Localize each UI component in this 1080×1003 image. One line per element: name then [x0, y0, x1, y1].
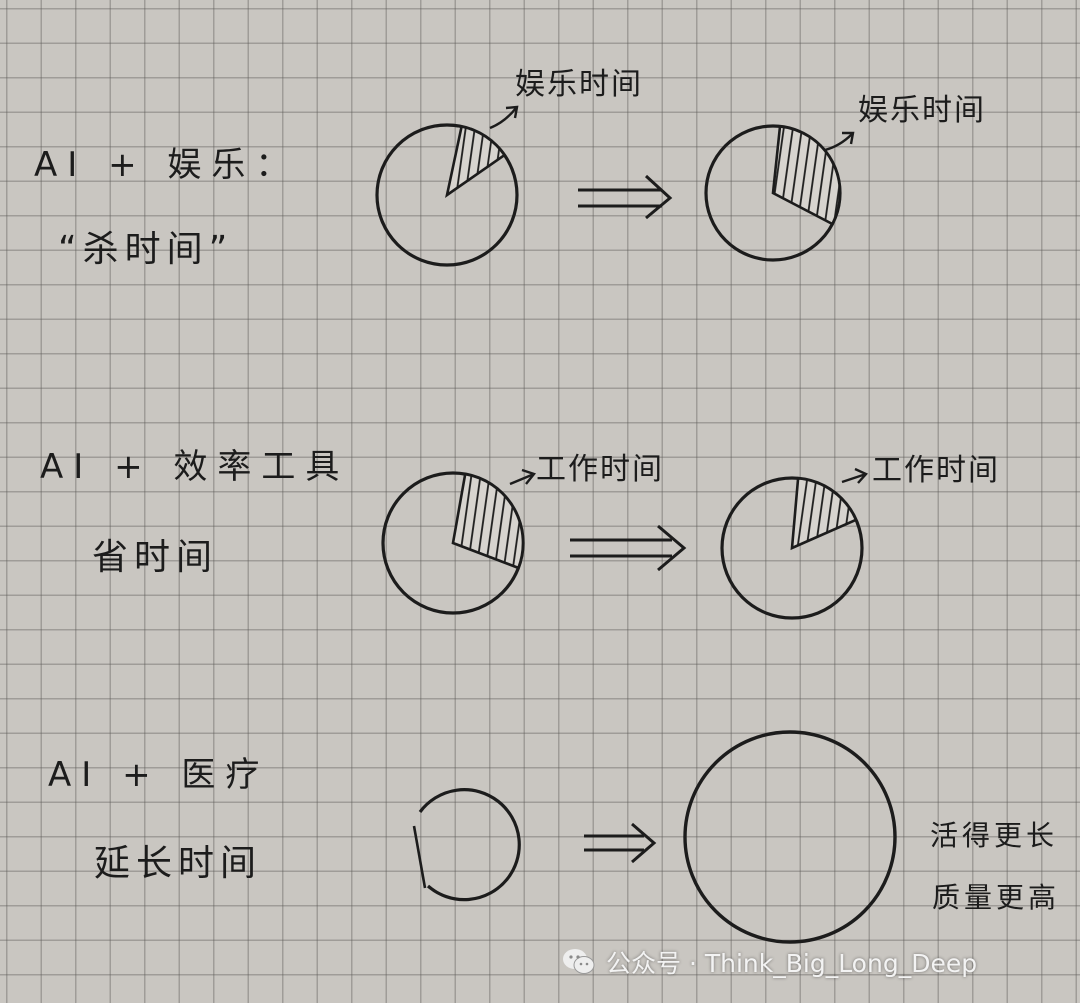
row2-after-label: 工作时间 [872, 453, 1000, 488]
row3-note-line2: 质量更高 [932, 881, 1061, 914]
row3-title: AI + 医疗 [48, 755, 270, 795]
row1-before-label: 娱乐时间 [515, 67, 643, 102]
watermark: 公众号 · Think_Big_Long_Deep [562, 942, 977, 982]
row2-title: AI + 效率工具 [40, 447, 350, 487]
row1-after-slice [771, 124, 842, 226]
row1-after-pointer [824, 131, 855, 152]
watermark-text: 公众号 · Think_Big_Long_Deep [606, 949, 978, 978]
row3-after-circle [683, 730, 897, 944]
wechat-icon [563, 949, 595, 974]
row2-subtitle: 省时间 [92, 537, 219, 578]
row2-transition-arrow [570, 524, 687, 572]
row2-after-circle [720, 476, 864, 620]
row2-after-pointer [841, 467, 868, 484]
row3-before-circle [418, 788, 521, 902]
row1-before-circle [375, 123, 519, 267]
row3-before-stroke-tail [412, 825, 427, 889]
row1-before-slice [445, 124, 507, 198]
row3-subtitle: 延长时间 [94, 843, 263, 884]
row1-after-label: 娱乐时间 [858, 93, 986, 128]
row1-before-pointer [489, 105, 519, 130]
row2-before-slice [451, 472, 525, 570]
row3-note-line1: 活得更长 [930, 819, 1059, 852]
row2-before-pointer [509, 468, 537, 486]
row1-transition-arrow [578, 174, 673, 220]
row3-transition-arrow [584, 822, 657, 864]
row1-subtitle: “杀时间” [58, 229, 234, 270]
row1-title: AI + 娱乐： [34, 145, 300, 185]
row2-before-label: 工作时间 [536, 452, 664, 487]
row2-after-slice [790, 476, 858, 551]
